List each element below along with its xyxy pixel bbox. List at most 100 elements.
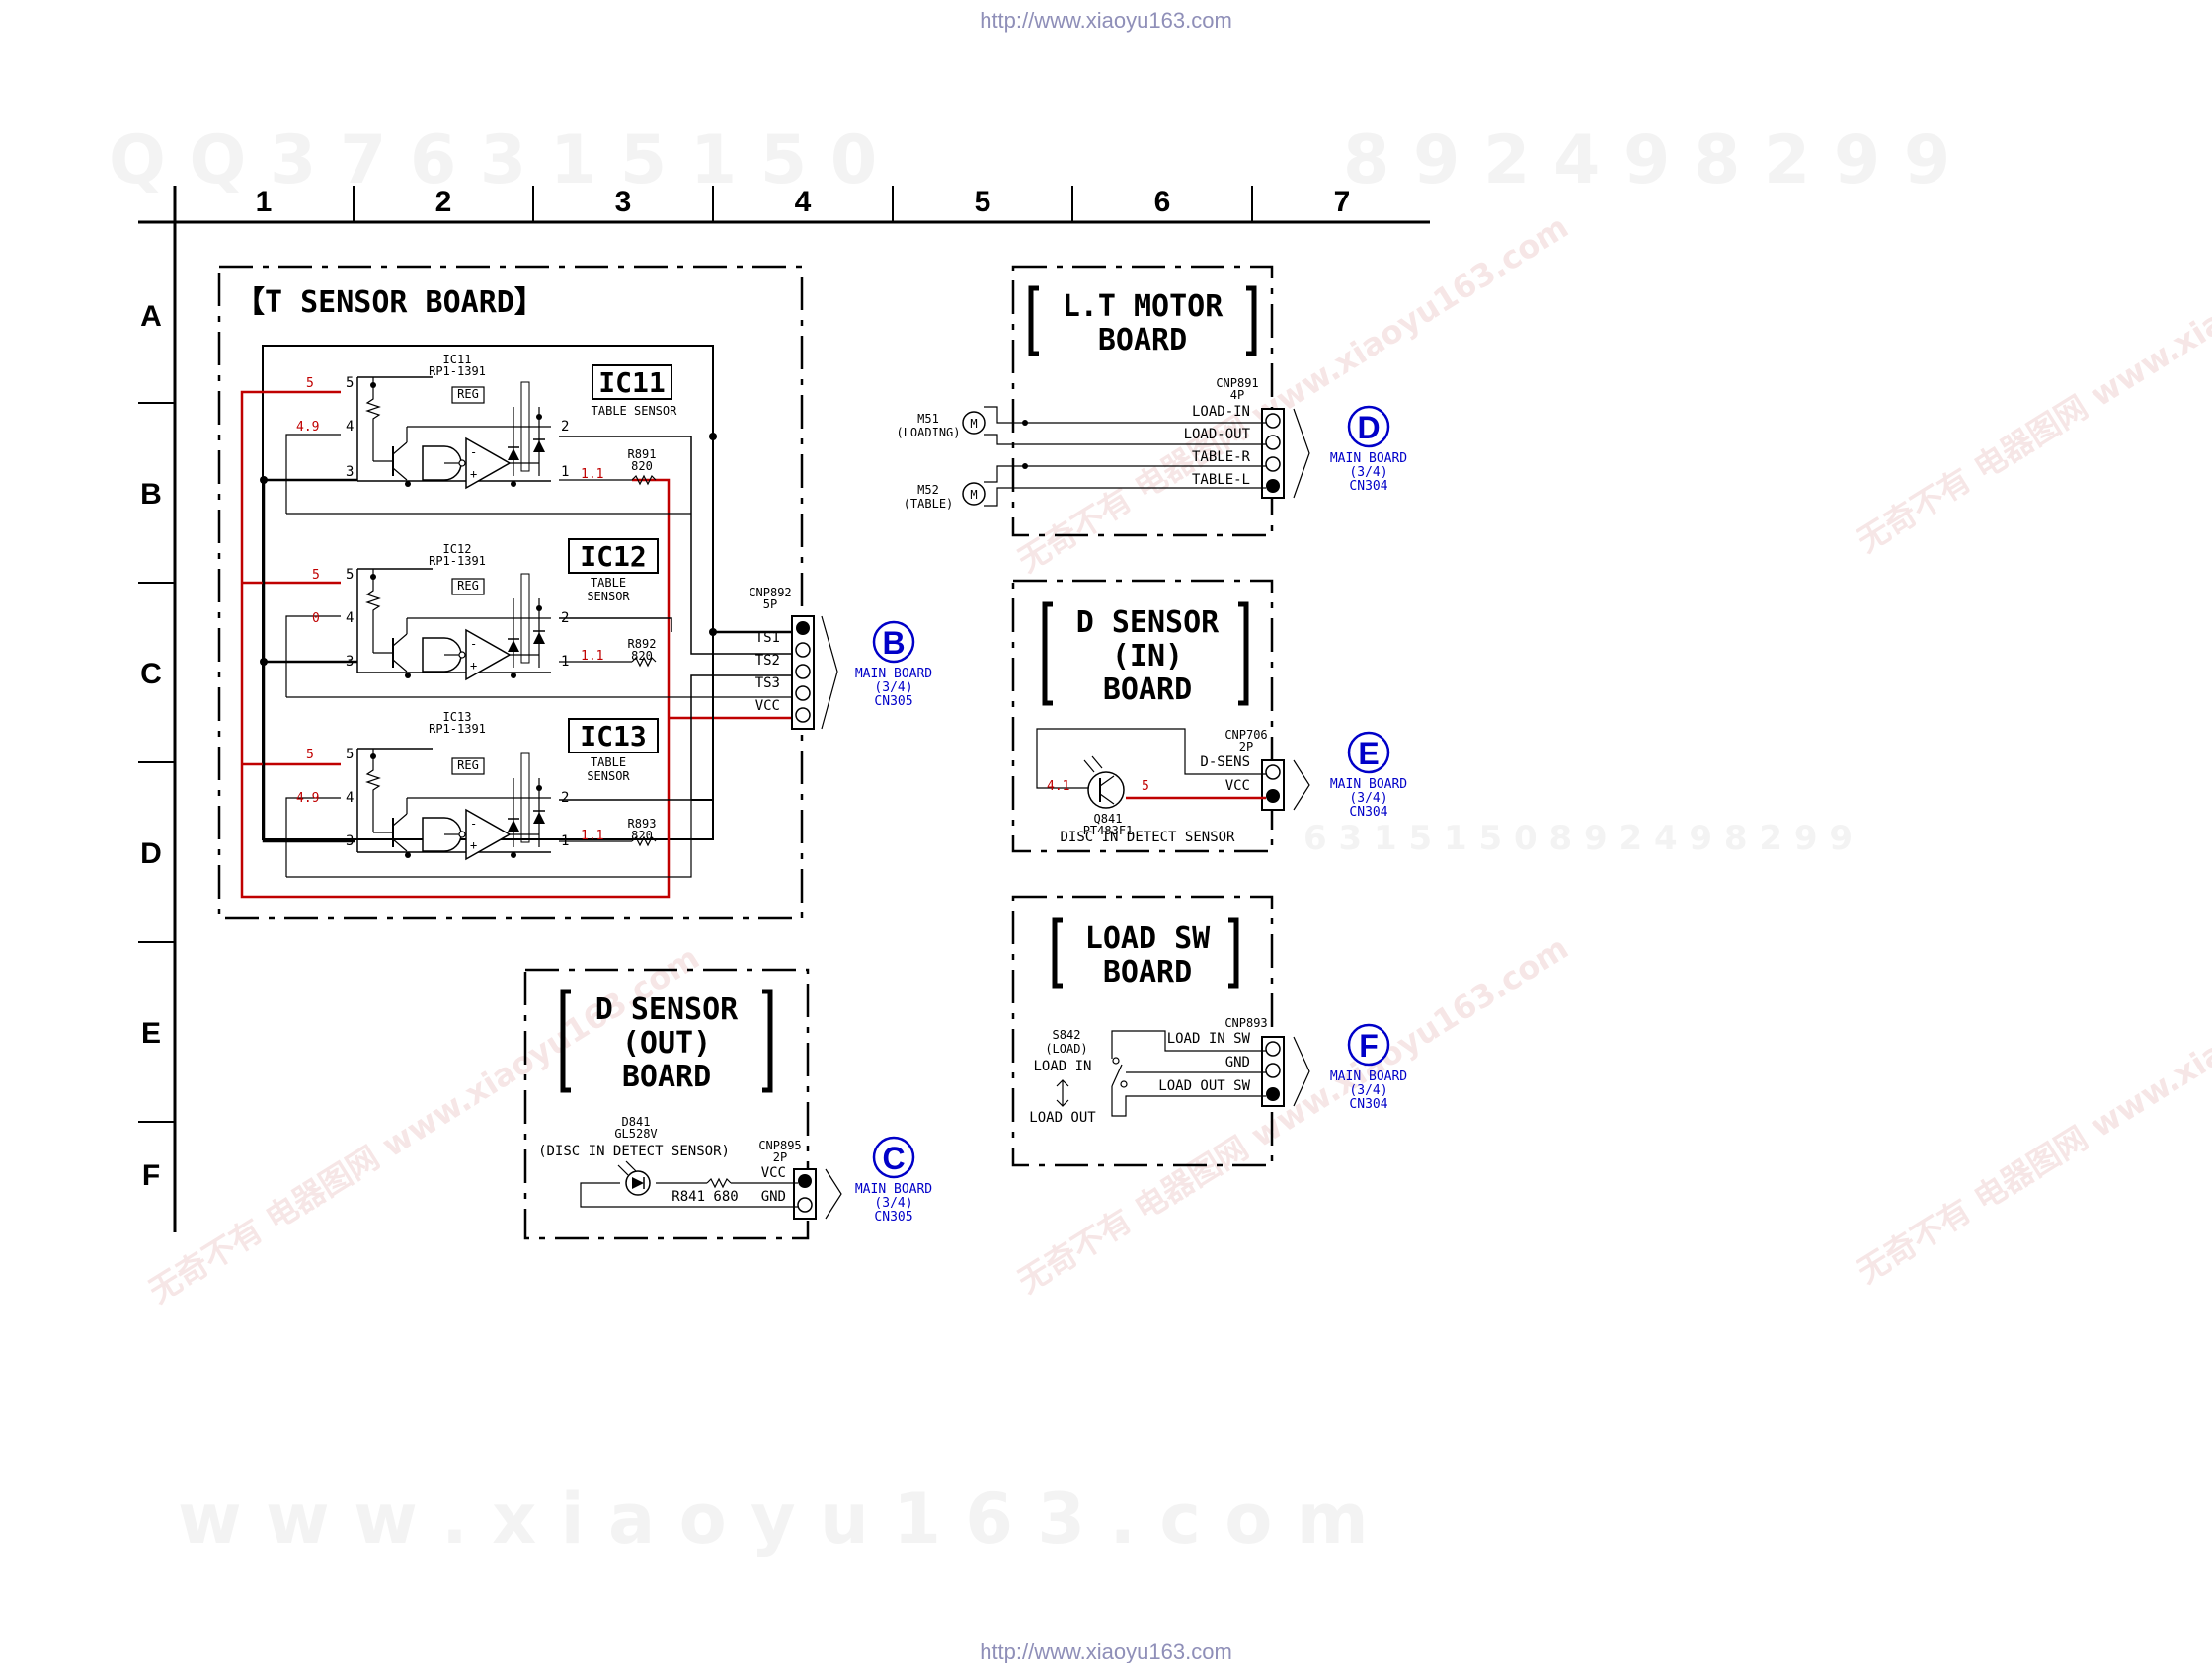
ic11-desc: TABLE SENSOR bbox=[592, 404, 677, 418]
q841-part: PT483F1 bbox=[1083, 824, 1134, 837]
ic11-r-ref: R891 bbox=[628, 447, 657, 461]
ic12-pin5: 5 bbox=[346, 567, 354, 583]
ic13-r-ref: R893 bbox=[628, 817, 657, 831]
cnp706-ref: CNP706 bbox=[1224, 728, 1267, 742]
grid-row-d: D bbox=[140, 837, 162, 870]
grid-frame bbox=[138, 186, 1430, 1232]
d-in-v-right: 5 bbox=[1142, 779, 1149, 794]
ref-c-line3: CN305 bbox=[874, 1210, 912, 1225]
lt-motor-title1: L.T MOTOR bbox=[1063, 289, 1224, 324]
cnp892-ref: CNP892 bbox=[749, 586, 791, 599]
d-in-v-left: 4.1 bbox=[1047, 779, 1069, 794]
cnp892-connector: CNP892 5P TS1 TS2 TS3 VCC bbox=[749, 586, 838, 730]
ref-f-line3: CN304 bbox=[1349, 1097, 1387, 1112]
ic13-pin3: 3 bbox=[346, 833, 354, 849]
cnp895-vcc: VCC bbox=[761, 1165, 786, 1181]
d841-ref: D841 bbox=[622, 1115, 651, 1129]
cnp892-ts1: TS1 bbox=[755, 630, 780, 646]
watermark-stamp-4: 无奇不有 电器图网 www.xiaoyu163.com bbox=[1851, 189, 2212, 560]
ref-f-line2: (3/4) bbox=[1349, 1083, 1387, 1098]
grid-col-6: 6 bbox=[1154, 186, 1171, 218]
ic12-pin1: 1 bbox=[561, 654, 569, 670]
grid-row-b: B bbox=[140, 478, 162, 511]
ic12-reg: REG bbox=[457, 579, 479, 593]
ref-e-line3: CN304 bbox=[1349, 805, 1387, 820]
grid-col-4: 4 bbox=[795, 186, 812, 218]
q841-desc: DISC IN DETECT SENSOR bbox=[1060, 830, 1235, 845]
d-sensor-out-board: D SENSOR (OUT) BOARD D841 GL528V (DISC I… bbox=[523, 968, 842, 1240]
url-top[interactable]: http://www.xiaoyu163.com bbox=[980, 8, 1232, 33]
ref-f-line1: MAIN BOARD bbox=[1330, 1069, 1407, 1084]
grid-row-a: A bbox=[140, 300, 162, 333]
q841-ref: Q841 bbox=[1094, 812, 1123, 826]
ref-d-line1: MAIN BOARD bbox=[1330, 451, 1407, 466]
cnp891-table-l: TABLE-L bbox=[1192, 472, 1250, 488]
ic12-ref: IC12 bbox=[443, 542, 472, 556]
cnp895-pins: 2P bbox=[773, 1150, 787, 1164]
d-in-title2: (IN) bbox=[1112, 639, 1183, 673]
lt-motor-board: L.T MOTOR BOARD CNP891 4P LOAD-IN LOAD-O… bbox=[896, 265, 1310, 537]
ic12-desc1: TABLE bbox=[591, 576, 626, 590]
watermark-top-left: Q Q 3 7 6 3 1 5 1 5 0 bbox=[109, 121, 877, 199]
ref-f-letter: F bbox=[1359, 1028, 1379, 1064]
s842-load-out: LOAD OUT bbox=[1029, 1110, 1096, 1126]
ic12-v1: 1.1 bbox=[581, 649, 603, 664]
d-in-title3: BOARD bbox=[1103, 673, 1192, 707]
r841-label: R841 680 bbox=[672, 1189, 738, 1205]
ref-c-line1: MAIN BOARD bbox=[855, 1182, 932, 1197]
s842-load-in: LOAD IN bbox=[1033, 1059, 1091, 1074]
cnp895-gnd: GND bbox=[761, 1189, 786, 1205]
url-bottom[interactable]: http://www.xiaoyu163.com bbox=[980, 1639, 1232, 1663]
ic11-r-val: 820 bbox=[631, 459, 653, 473]
ic12-v4: 0 bbox=[312, 611, 320, 626]
cnp892-vcc: VCC bbox=[755, 698, 780, 714]
ref-e-letter: E bbox=[1358, 736, 1379, 771]
m52-symbol: M bbox=[970, 488, 977, 502]
ic13-pin1: 1 bbox=[561, 833, 569, 849]
d841-desc: (DISC IN DETECT SENSOR) bbox=[538, 1144, 730, 1159]
m51-desc: (LOADING) bbox=[896, 426, 960, 439]
ic11-pin2: 2 bbox=[561, 419, 569, 435]
ref-d: D MAIN BOARD (3/4) CN304 bbox=[1330, 405, 1407, 494]
ref-e-line1: MAIN BOARD bbox=[1330, 777, 1407, 792]
ref-b-line1: MAIN BOARD bbox=[855, 667, 932, 681]
m51-symbol: M bbox=[970, 417, 977, 431]
m52-desc: (TABLE) bbox=[904, 497, 954, 511]
ref-b-letter: B bbox=[882, 625, 905, 661]
load-sw-board: LOAD SW BOARD CNP893 LOAD IN SW GND LOAD… bbox=[1011, 895, 1310, 1167]
cnp891-pins: 4P bbox=[1230, 388, 1244, 402]
ref-c: C MAIN BOARD (3/4) CN305 bbox=[855, 1136, 932, 1225]
load-sw-title1: LOAD SW bbox=[1085, 921, 1211, 956]
grid-row-f: F bbox=[142, 1159, 160, 1192]
d841-part: GL528V bbox=[614, 1127, 657, 1141]
d-in-title1: D SENSOR bbox=[1076, 605, 1220, 640]
ic12-r-val: 820 bbox=[631, 649, 653, 663]
grid-col-7: 7 bbox=[1334, 186, 1351, 218]
cnp892-pins: 5P bbox=[763, 597, 777, 611]
ic12-part: RP1-1391 bbox=[429, 554, 486, 568]
cnp891-load-out: LOAD-OUT bbox=[1184, 427, 1251, 442]
ref-b: B MAIN BOARD (3/4) CN305 bbox=[855, 620, 932, 709]
ic11-pin4: 4 bbox=[346, 419, 354, 435]
s842-desc: (LOAD) bbox=[1045, 1042, 1087, 1056]
ic12-pin3: 3 bbox=[346, 654, 354, 670]
ic13: IC13 TABLE SENSOR IC13 RP1-1391 REG 5 4.… bbox=[296, 710, 659, 849]
ref-d-line3: CN304 bbox=[1349, 479, 1387, 494]
grid-col-2: 2 bbox=[435, 186, 452, 218]
cnp706-vcc: VCC bbox=[1225, 778, 1250, 794]
d-sensor-in-board: D SENSOR (IN) BOARD CNP706 2P D-SENS VCC… bbox=[1011, 579, 1310, 853]
ic11-part: RP1-1391 bbox=[429, 364, 486, 378]
ref-b-line2: (3/4) bbox=[874, 680, 912, 695]
watermark-mid: 6 3 1 5 1 5 0 8 9 2 4 9 8 2 9 9 bbox=[1304, 819, 1853, 858]
ic13-desc2: SENSOR bbox=[587, 769, 630, 783]
lt-motor-title2: BOARD bbox=[1098, 323, 1187, 357]
grid-col-5: 5 bbox=[975, 186, 991, 218]
d-out-title3: BOARD bbox=[622, 1060, 711, 1094]
ic13-v1: 1.1 bbox=[581, 829, 603, 843]
cnp893-load-in-sw: LOAD IN SW bbox=[1167, 1031, 1251, 1047]
t-sensor-board: 【T SENSOR BOARD】 bbox=[217, 265, 804, 920]
ic13-r-val: 820 bbox=[631, 829, 653, 842]
ic11: IC11 TABLE SENSOR IC11 RP1-1391 REG 5 4.… bbox=[296, 353, 677, 482]
ic12-v5: 5 bbox=[312, 568, 320, 583]
grid-row-e: E bbox=[141, 1017, 161, 1050]
